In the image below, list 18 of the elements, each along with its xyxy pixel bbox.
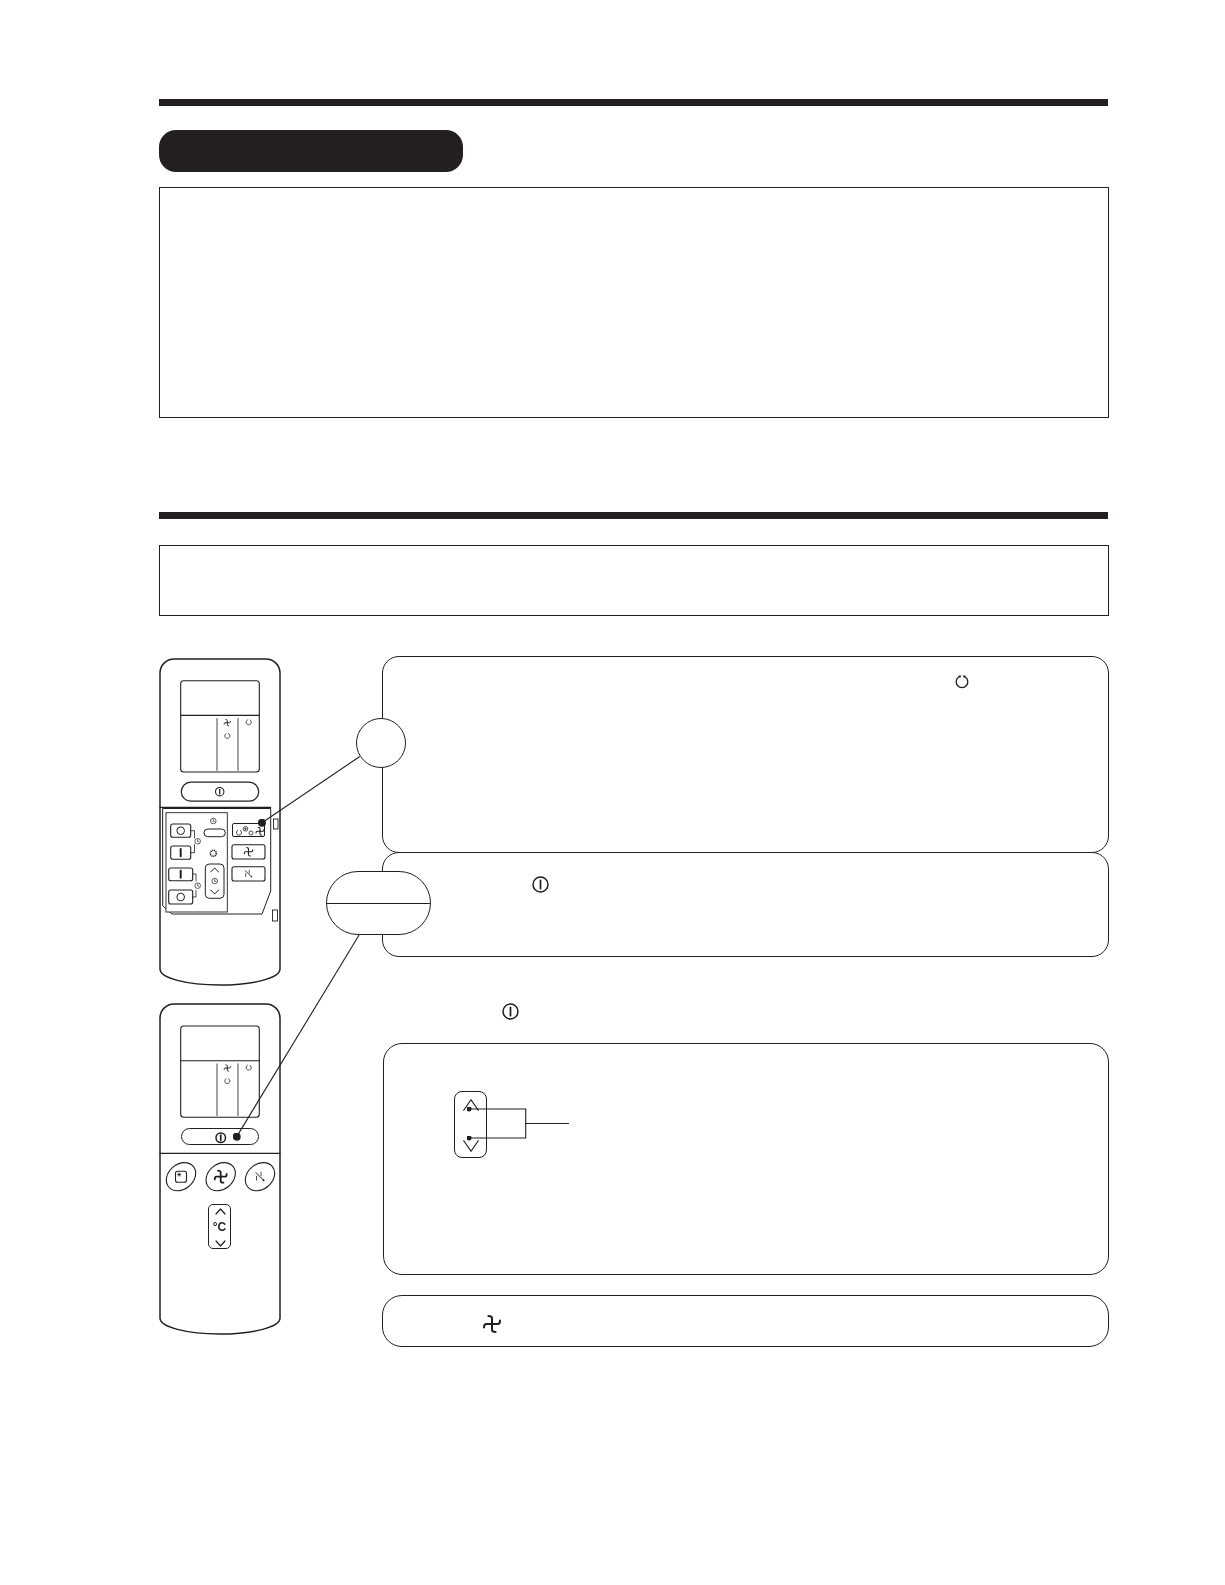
bordered-panel	[159, 545, 1109, 616]
temperature-button: °C	[208, 1204, 231, 1250]
leader-line	[257, 755, 361, 827]
remote-control-drawing	[160, 1004, 280, 1334]
rounded-panel	[382, 656, 1109, 853]
heading-bar	[159, 130, 463, 172]
leader-line	[466, 1122, 570, 1141]
power-button	[181, 1128, 259, 1146]
leader-line	[232, 934, 360, 1141]
callout-circle	[355, 717, 406, 768]
rounded-panel	[382, 852, 1109, 957]
chevron-up-icon	[463, 1099, 479, 1111]
up-down-button	[453, 1091, 487, 1159]
rounded-panel	[383, 1043, 1109, 1275]
remote-control-drawing	[160, 659, 280, 985]
chevron-down-icon	[463, 1140, 479, 1152]
rounded-panel	[382, 1295, 1109, 1347]
bordered-panel	[159, 187, 1109, 418]
